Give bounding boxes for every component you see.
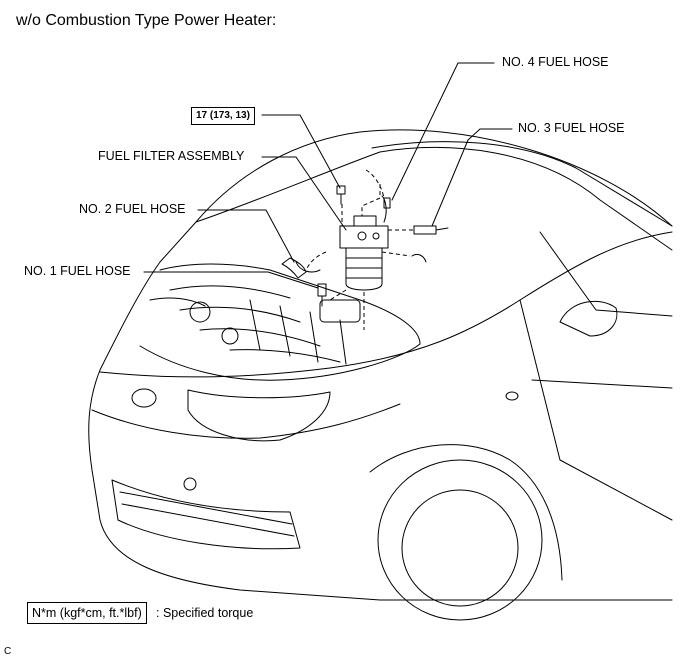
leader-no1	[143, 271, 319, 289]
no4-hose-drawing	[381, 195, 387, 223]
bolt-drawing	[336, 185, 346, 205]
front-wheel-rim	[401, 489, 519, 607]
label-no3-fuel-hose: NO. 3 FUEL HOSE	[518, 121, 625, 135]
headlight	[187, 389, 331, 442]
lower-grille	[111, 479, 301, 550]
legend-unit-box: N*m (kgf*cm, ft.*lbf)	[27, 602, 147, 624]
no2-hose-drawing	[281, 257, 307, 279]
no3-hose-drawing	[413, 225, 449, 235]
fuel-filter-assembly-drawing	[339, 215, 389, 291]
front-bumper	[91, 403, 401, 439]
leader-no4	[391, 62, 495, 201]
door-line	[519, 299, 673, 521]
label-no4-fuel-hose: NO. 4 FUEL HOSE	[502, 55, 609, 69]
leader-filter	[261, 156, 347, 231]
fog-light	[183, 477, 197, 491]
car-body-outline	[88, 129, 673, 601]
engine-bay-outline	[139, 263, 421, 381]
label-no1-fuel-hose: NO. 1 FUEL HOSE	[24, 264, 131, 278]
torque-spec-box: 17 (173, 13)	[191, 107, 255, 125]
legend-description: : Specified torque	[156, 606, 254, 620]
side-mirror	[559, 300, 618, 337]
leader-no3	[431, 128, 513, 227]
windshield	[371, 141, 673, 227]
no1-hose-drawing	[317, 283, 327, 307]
emblem	[131, 388, 157, 408]
hood-outline	[195, 146, 673, 251]
hood-front-edge	[99, 231, 673, 378]
leader-no2	[197, 209, 295, 263]
front-wheel	[377, 459, 543, 621]
label-fuel-filter-assembly: FUEL FILTER ASSEMBLY	[98, 149, 245, 163]
label-no2-fuel-hose: NO. 2 FUEL HOSE	[79, 202, 186, 216]
diagram-heading: w/o Combustion Type Power Heater:	[16, 12, 277, 29]
corner-mark: C	[4, 646, 12, 657]
front-fender	[369, 444, 563, 581]
leader-torque	[261, 114, 341, 189]
